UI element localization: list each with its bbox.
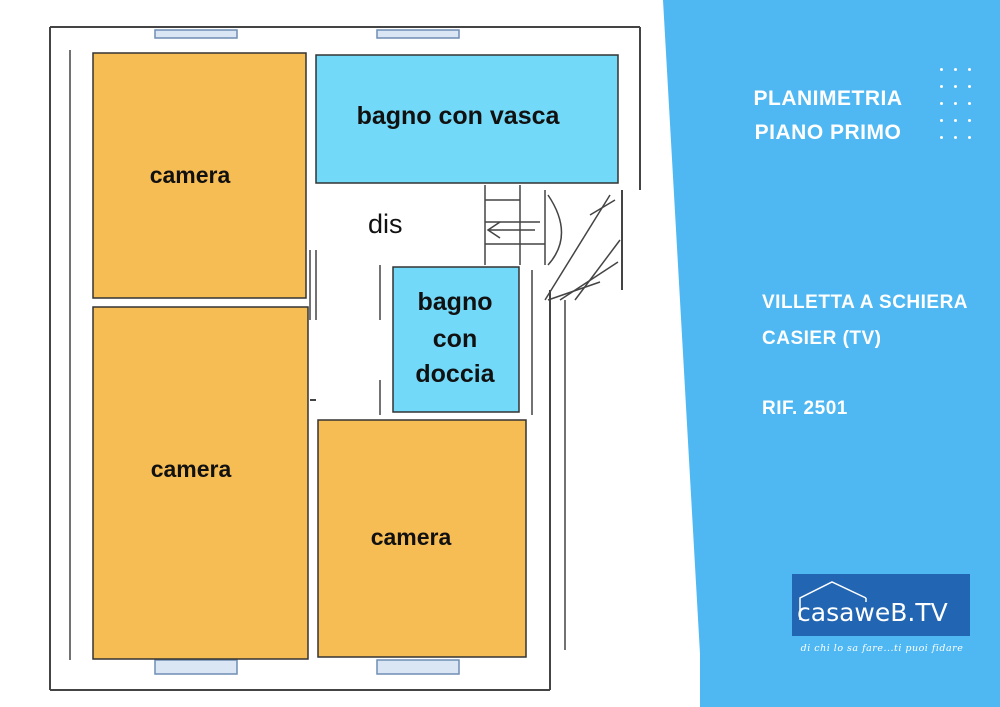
room-fill [315,54,619,184]
stairs [484,185,621,301]
title-line-1: PLANIMETRIA [753,87,903,110]
room-label: camera [371,524,452,550]
logo-tagline: di chi lo sa fare...ti puoi fidare [800,643,964,654]
property-description: VILLETTA A SCHIERA CASIER (TV) [762,285,968,357]
room-label: bagno con vasca [357,102,561,130]
decorative-dots [940,68,974,154]
room-label: bagno [418,288,493,316]
property-location: CASIER (TV) [762,328,882,349]
room-camera-1: camera [92,52,307,299]
room-label: doccia [415,360,495,388]
property-type: VILLETTA A SCHIERA [762,292,969,313]
room-label: con [433,325,477,353]
room-label: camera [151,456,232,482]
hall-label: dis [368,209,403,239]
title-line-2: PIANO PRIMO [754,121,902,144]
plan-title: PLANIMETRIA PIANO PRIMO [738,82,918,150]
room-fill [92,306,309,660]
house-outline-icon [799,581,867,620]
reference-code: RIF. 2501 [762,398,848,419]
panel-edge [663,0,703,707]
room-bagno-vasca: bagno con vasca [315,54,619,184]
room-fill [92,52,307,299]
floor-plan: camera bagno con vasca camera bagno con … [49,26,641,691]
wall-lines [49,26,641,691]
room-camera-3: camera [317,419,527,658]
room-fill [317,419,527,658]
logo-brand-text: casaweB.TV [797,598,948,627]
windows [154,29,460,675]
logo-box[interactable] [792,574,970,636]
room-label: camera [150,162,231,188]
room-camera-2: camera [92,306,309,660]
room-fill [392,266,520,413]
room-bagno-doccia: bagno con doccia [392,266,520,413]
